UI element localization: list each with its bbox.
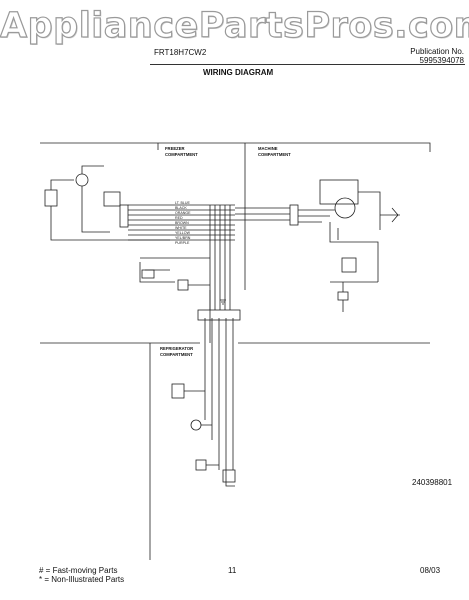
publication-label: Publication No. xyxy=(410,47,464,56)
freezer-boundary xyxy=(40,142,246,290)
def-heater-block xyxy=(103,191,121,207)
compressor xyxy=(334,197,356,219)
wire-label-8: PURPLE xyxy=(175,241,190,245)
def-terminal xyxy=(119,204,129,228)
machine-label-1: MACHINE xyxy=(258,146,278,151)
refrigerator-light xyxy=(190,419,202,431)
wire-label-4: BROWN xyxy=(175,221,189,225)
harness-top xyxy=(128,204,235,241)
harness-drop xyxy=(209,205,231,310)
freezer-light-switch xyxy=(177,279,189,291)
machine-boundary xyxy=(245,142,431,152)
condenser-fan-motor xyxy=(341,257,357,273)
legend-non-illustrated: * = Non-Illustrated Parts xyxy=(39,575,125,584)
wire-label-6: YELLOW xyxy=(175,231,191,235)
harness-connector xyxy=(197,309,241,321)
defrost-timer xyxy=(171,383,185,399)
legend-fast-moving: # = Fast-moving Parts xyxy=(39,566,118,575)
publication-date: 08/03 xyxy=(420,566,441,575)
refrigerator-boundary xyxy=(40,342,430,560)
connector-right xyxy=(289,204,299,226)
header-rule xyxy=(150,64,465,65)
wire-label-3: RED xyxy=(175,216,183,220)
model-number: FRT18H7CW2 xyxy=(154,48,207,57)
ground-symbols xyxy=(220,299,226,305)
wire-label-1: BLACK xyxy=(175,206,187,210)
freezer-label-1: FREEZER xyxy=(165,146,185,151)
machine-wires xyxy=(235,207,335,223)
freezer-fan-motor xyxy=(75,173,89,187)
page-number: 11 xyxy=(228,566,237,575)
machine-label-2: COMPARTMENT xyxy=(258,152,291,157)
watermark: AppliancePartsPros.com xyxy=(0,5,469,46)
water-valve xyxy=(337,291,349,301)
wire-label-0: LT. BLUE xyxy=(175,201,191,205)
harness-down xyxy=(204,318,234,480)
wire-label-7: YEL/BRN xyxy=(175,236,191,240)
freezer-label-2: COMPARTMENT xyxy=(165,152,198,157)
refrigerator-light-switch xyxy=(195,459,207,471)
machine-internal-wiring xyxy=(329,191,381,283)
freezer-light-socket xyxy=(44,189,58,207)
refrigerator-label-1: REFRIGERATOR xyxy=(160,346,193,351)
cold-control xyxy=(222,469,236,483)
wire-label-5: WHITE xyxy=(175,226,187,230)
publication-info: Publication No. 5995394078 xyxy=(410,47,464,65)
defrost-thermostat xyxy=(141,269,155,279)
service-cord xyxy=(380,207,400,223)
diagram-part-number: 240398801 xyxy=(412,478,453,487)
publication-number: 5995394078 xyxy=(419,56,465,65)
refrigerator-label-2: COMPARTMENT xyxy=(160,352,193,357)
refrigerator-wiring xyxy=(184,390,235,487)
diagram-title: WIRING DIAGRAM xyxy=(203,68,274,77)
freezer-fan-wiring xyxy=(81,165,110,233)
wire-label-2: ORANGE xyxy=(175,211,191,215)
